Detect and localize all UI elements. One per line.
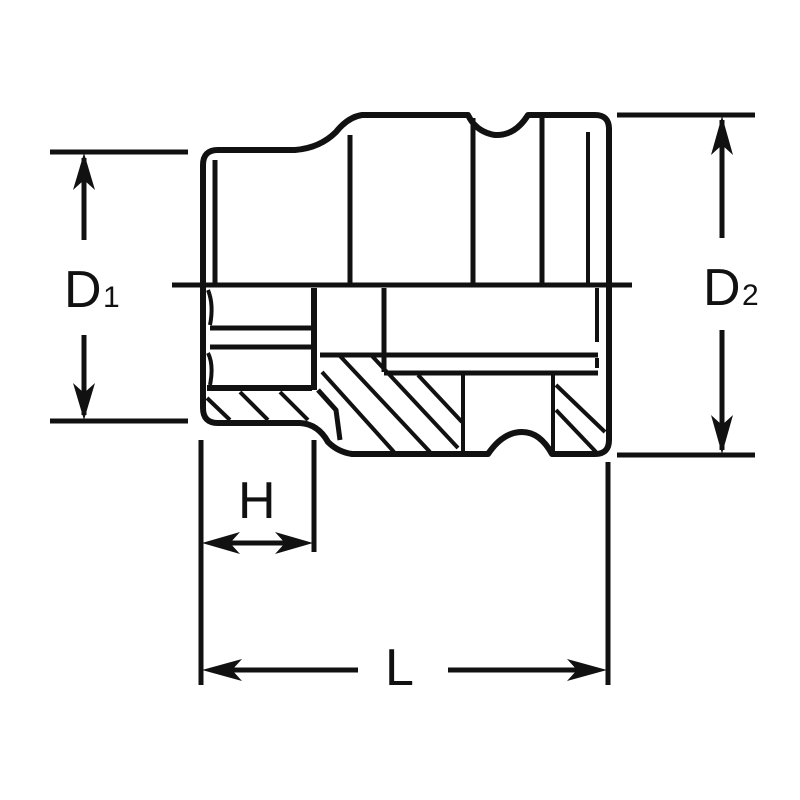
d1-label: D bbox=[64, 261, 102, 319]
dimension-h: H bbox=[198, 440, 317, 685]
dimension-d2: D 2 bbox=[617, 112, 759, 458]
arrowhead-down-icon bbox=[711, 415, 733, 454]
arrowhead-right-icon bbox=[567, 659, 607, 681]
dimension-l: L bbox=[202, 462, 611, 697]
arrowhead-left-icon bbox=[202, 532, 240, 554]
d1-subscript: 1 bbox=[103, 281, 120, 314]
socket-body bbox=[172, 112, 632, 457]
arrowhead-right-icon bbox=[275, 532, 313, 554]
section-hatching bbox=[205, 354, 607, 454]
l-label: L bbox=[385, 639, 414, 697]
arrowhead-down-icon bbox=[73, 383, 95, 420]
arrowhead-up-icon bbox=[711, 116, 733, 155]
arrowhead-up-icon bbox=[73, 153, 95, 190]
h-label: H bbox=[238, 472, 276, 530]
dimension-d1: D 1 bbox=[50, 149, 188, 424]
d2-label: D bbox=[703, 259, 741, 317]
d2-subscript: 2 bbox=[742, 279, 759, 312]
arrowhead-left-icon bbox=[202, 659, 242, 681]
